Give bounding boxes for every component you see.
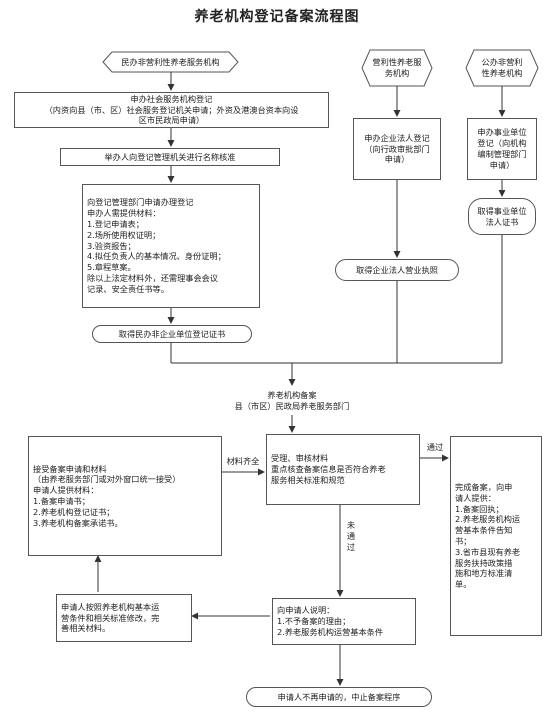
edge-label-passed: 通过: [426, 442, 444, 452]
filing-department-label: 养老机构备案 县（市区）民政局养老服务部门: [234, 390, 350, 412]
edge-label-not-passed: 未 通 过: [346, 520, 356, 553]
nonprofit-apply-box: 申办社会服务机构登记 （内资向县（市、区）社会服务登记机关申请；外资及港澳台资本…: [14, 92, 329, 128]
edge-label-materials-complete: 材料齐全: [226, 456, 260, 466]
hex-for-profit-shape: [361, 49, 433, 87]
public-nonprofit-node: 公办非营利 性养老机构: [481, 57, 523, 78]
for-profit-node: 营利性养老服 务机构: [372, 57, 422, 78]
review-box: 受理、审核材料 重点核查备案信息是否符合养老 服务相关标准和规范: [266, 434, 420, 505]
complete-filing-box: 完成备案，向申 请人提供： 1.备案回执； 2.养老服务机构运 营基本条件告知 …: [450, 436, 542, 636]
receive-materials-box: 接受备案申请和材料 （由养老服务部门或对外窗口统一接受） 申请人提供材料： 1.…: [28, 436, 222, 556]
public-cert-box: 取得事业单位 法人证书: [468, 198, 536, 235]
page-title: 养老机构登记备案流程图: [194, 9, 360, 25]
revise-box: 申请人按照养老机构基本运 营条件和相关标准修改，完 善相关材料。: [56, 594, 192, 642]
explain-box: 向申请人说明： 1.不予备案的理由； 2.养老服务机构运营基本条件: [272, 598, 416, 645]
private-cert-box: 取得民办非企业单位登记证书: [92, 325, 252, 343]
enterprise-apply-box: 申办企业法人登记 （向行政审批部门 申请）: [353, 118, 441, 180]
hex-private-nonprofit-shape: [102, 51, 239, 73]
name-check-box: 举办人向登记管理机关进行名称核准: [60, 148, 280, 166]
business-license-box: 取得企业法人营业执照: [335, 259, 459, 281]
private-nonprofit-node: 民办非营利性养老服务机构: [121, 56, 220, 67]
terminate-box: 申请人不再申请的，中止备案程序: [246, 687, 432, 707]
public-apply-box: 申办事业单位 登记（向机构 编制管理部门 申请）: [467, 118, 537, 180]
hex-public-shape: [465, 49, 539, 87]
materials-box: 向登记管理部门申请办理登记 申办人需提供材料： 1.登记申请表； 2.场所使用权…: [82, 184, 260, 308]
